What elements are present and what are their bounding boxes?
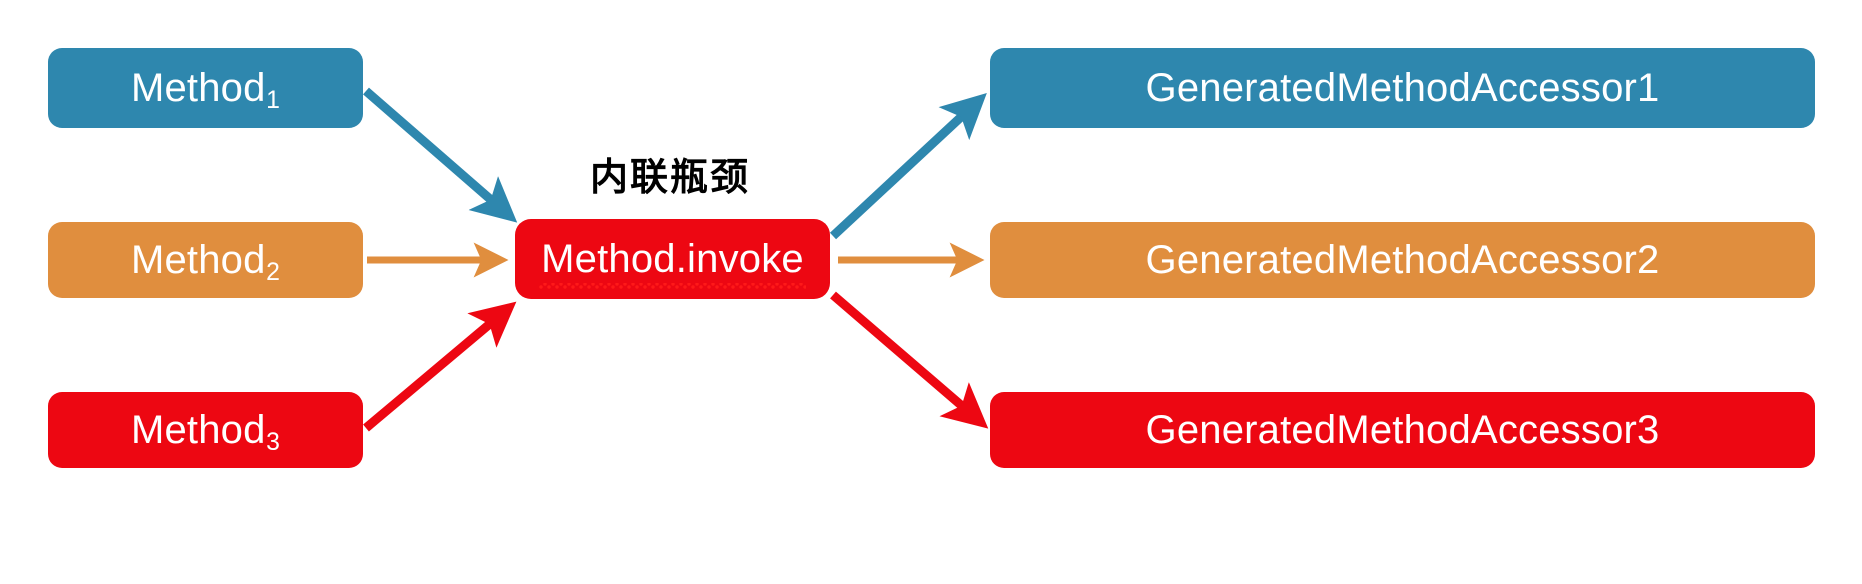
node-generated-method-accessor-2-label: GeneratedMethodAccessor2 <box>1145 238 1660 282</box>
node-method-1-label: Method1 <box>130 66 281 115</box>
edge-invoke-to-accessor1 <box>829 92 987 240</box>
node-generated-method-accessor-3[interactable]: GeneratedMethodAccessor3 <box>990 392 1815 468</box>
node-method-2-subscript: 2 <box>266 259 281 287</box>
node-generated-method-accessor-3-label: GeneratedMethodAccessor3 <box>1145 408 1660 452</box>
edge-invoke-to-accessor3 <box>830 291 989 429</box>
node-method-1-subscript: 1 <box>266 87 281 115</box>
node-method-2-label: Method2 <box>130 238 281 287</box>
node-method-1[interactable]: Method1 <box>48 48 363 128</box>
node-method-invoke-label: Method.invoke <box>539 239 806 289</box>
node-method-invoke[interactable]: Method.invoke <box>515 219 830 299</box>
node-method-2[interactable]: Method2 <box>48 222 363 298</box>
edge-method3-to-invoke <box>363 301 517 432</box>
spellcheck-squiggle-underline <box>539 283 806 289</box>
node-generated-method-accessor-2[interactable]: GeneratedMethodAccessor2 <box>990 222 1815 298</box>
node-generated-method-accessor-1-label: GeneratedMethodAccessor1 <box>1145 66 1660 110</box>
node-generated-method-accessor-1[interactable]: GeneratedMethodAccessor1 <box>990 48 1815 128</box>
node-method-3[interactable]: Method3 <box>48 392 363 468</box>
node-method-3-label: Method3 <box>130 408 281 457</box>
annotation-inline-bottleneck: 内联瓶颈 <box>590 155 751 199</box>
node-method-3-subscript: 3 <box>266 429 281 457</box>
edge-method1-to-invoke <box>363 87 518 223</box>
